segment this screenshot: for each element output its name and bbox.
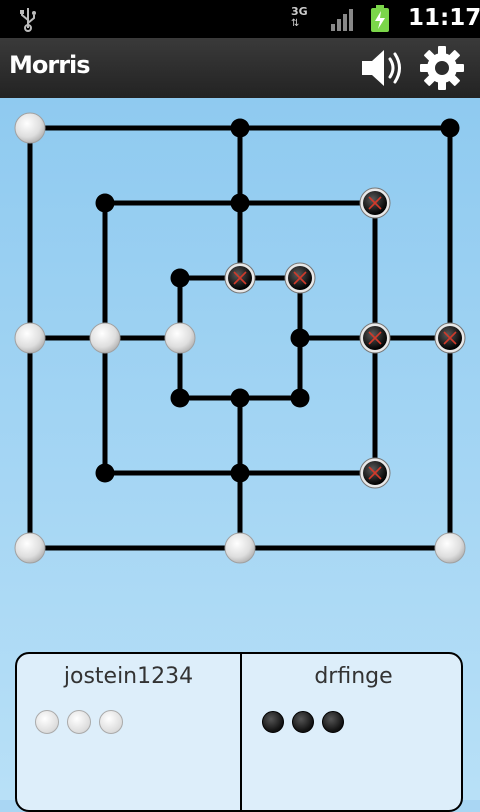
empty-point[interactable]: [170, 268, 190, 288]
board-point-m4[interactable]: [359, 457, 391, 489]
board-point-i7[interactable]: [164, 322, 196, 354]
clock: 11:17: [408, 5, 480, 31]
white-piece: [67, 710, 91, 734]
remove-mark-icon: [293, 271, 307, 285]
player-right-pieces: [262, 710, 352, 738]
white-piece: [99, 710, 123, 734]
board-point-m2[interactable]: [359, 187, 391, 219]
white-piece[interactable]: [14, 112, 46, 144]
board-point-o4[interactable]: [434, 532, 466, 564]
board-point-i2[interactable]: [284, 262, 316, 294]
empty-point[interactable]: [95, 193, 115, 213]
board-point-o2[interactable]: [440, 118, 460, 138]
board-point-i4[interactable]: [290, 388, 310, 408]
empty-point[interactable]: [170, 388, 190, 408]
player-left: jostein1234: [17, 654, 240, 810]
action-bar: Morris: [0, 38, 480, 98]
white-piece[interactable]: [434, 532, 466, 564]
board-point-m1[interactable]: [230, 193, 250, 213]
white-piece[interactable]: [89, 322, 121, 354]
board-point-i6[interactable]: [170, 388, 190, 408]
empty-point[interactable]: [290, 388, 310, 408]
white-piece[interactable]: [164, 322, 196, 354]
empty-point[interactable]: [230, 463, 250, 483]
white-piece[interactable]: [224, 532, 256, 564]
remove-mark-icon: [368, 331, 382, 345]
board-point-m0[interactable]: [95, 193, 115, 213]
board-point-i3[interactable]: [290, 328, 310, 348]
battery-charging-icon: [371, 5, 389, 32]
app-title: Morris: [9, 51, 91, 79]
empty-point[interactable]: [95, 463, 115, 483]
panel-divider: [240, 654, 242, 810]
black-piece: [262, 711, 284, 733]
board-point-i5[interactable]: [230, 388, 250, 408]
white-piece[interactable]: [14, 322, 46, 354]
board-point-o0[interactable]: [14, 112, 46, 144]
black-piece: [292, 711, 314, 733]
network-3g-icon: 3G ⇅: [291, 6, 319, 32]
usb-icon: [20, 8, 36, 32]
settings-icon[interactable]: [418, 44, 466, 92]
empty-point[interactable]: [230, 193, 250, 213]
board-point-o5[interactable]: [224, 532, 256, 564]
player-right: drfinge: [242, 654, 461, 810]
board-point-i1[interactable]: [224, 262, 256, 294]
black-piece: [322, 711, 344, 733]
board-point-m7[interactable]: [89, 322, 121, 354]
remove-mark-icon: [443, 331, 457, 345]
empty-point[interactable]: [440, 118, 460, 138]
board-point-o7[interactable]: [14, 322, 46, 354]
empty-point[interactable]: [230, 118, 250, 138]
board-point-m5[interactable]: [230, 463, 250, 483]
network-label: 3G: [291, 5, 308, 18]
white-piece[interactable]: [14, 532, 46, 564]
empty-point[interactable]: [230, 388, 250, 408]
remove-mark-icon: [368, 196, 382, 210]
board-point-i0[interactable]: [170, 268, 190, 288]
remove-mark-icon: [233, 271, 247, 285]
signal-icon: [331, 9, 353, 31]
empty-point[interactable]: [290, 328, 310, 348]
white-piece: [35, 710, 59, 734]
players-panel: jostein1234 drfinge: [15, 652, 463, 812]
player-right-name: drfinge: [314, 664, 393, 689]
sound-icon[interactable]: [356, 44, 408, 92]
board-point-o1[interactable]: [230, 118, 250, 138]
player-left-pieces: [35, 710, 131, 738]
board-point-o6[interactable]: [14, 532, 46, 564]
morris-board[interactable]: [0, 98, 480, 578]
board-point-o3[interactable]: [434, 322, 466, 354]
player-left-name: jostein1234: [63, 664, 194, 689]
status-bar: 3G ⇅ 11:17: [0, 0, 480, 38]
remove-mark-icon: [368, 466, 382, 480]
board-point-m6[interactable]: [95, 463, 115, 483]
board-point-m3[interactable]: [359, 322, 391, 354]
